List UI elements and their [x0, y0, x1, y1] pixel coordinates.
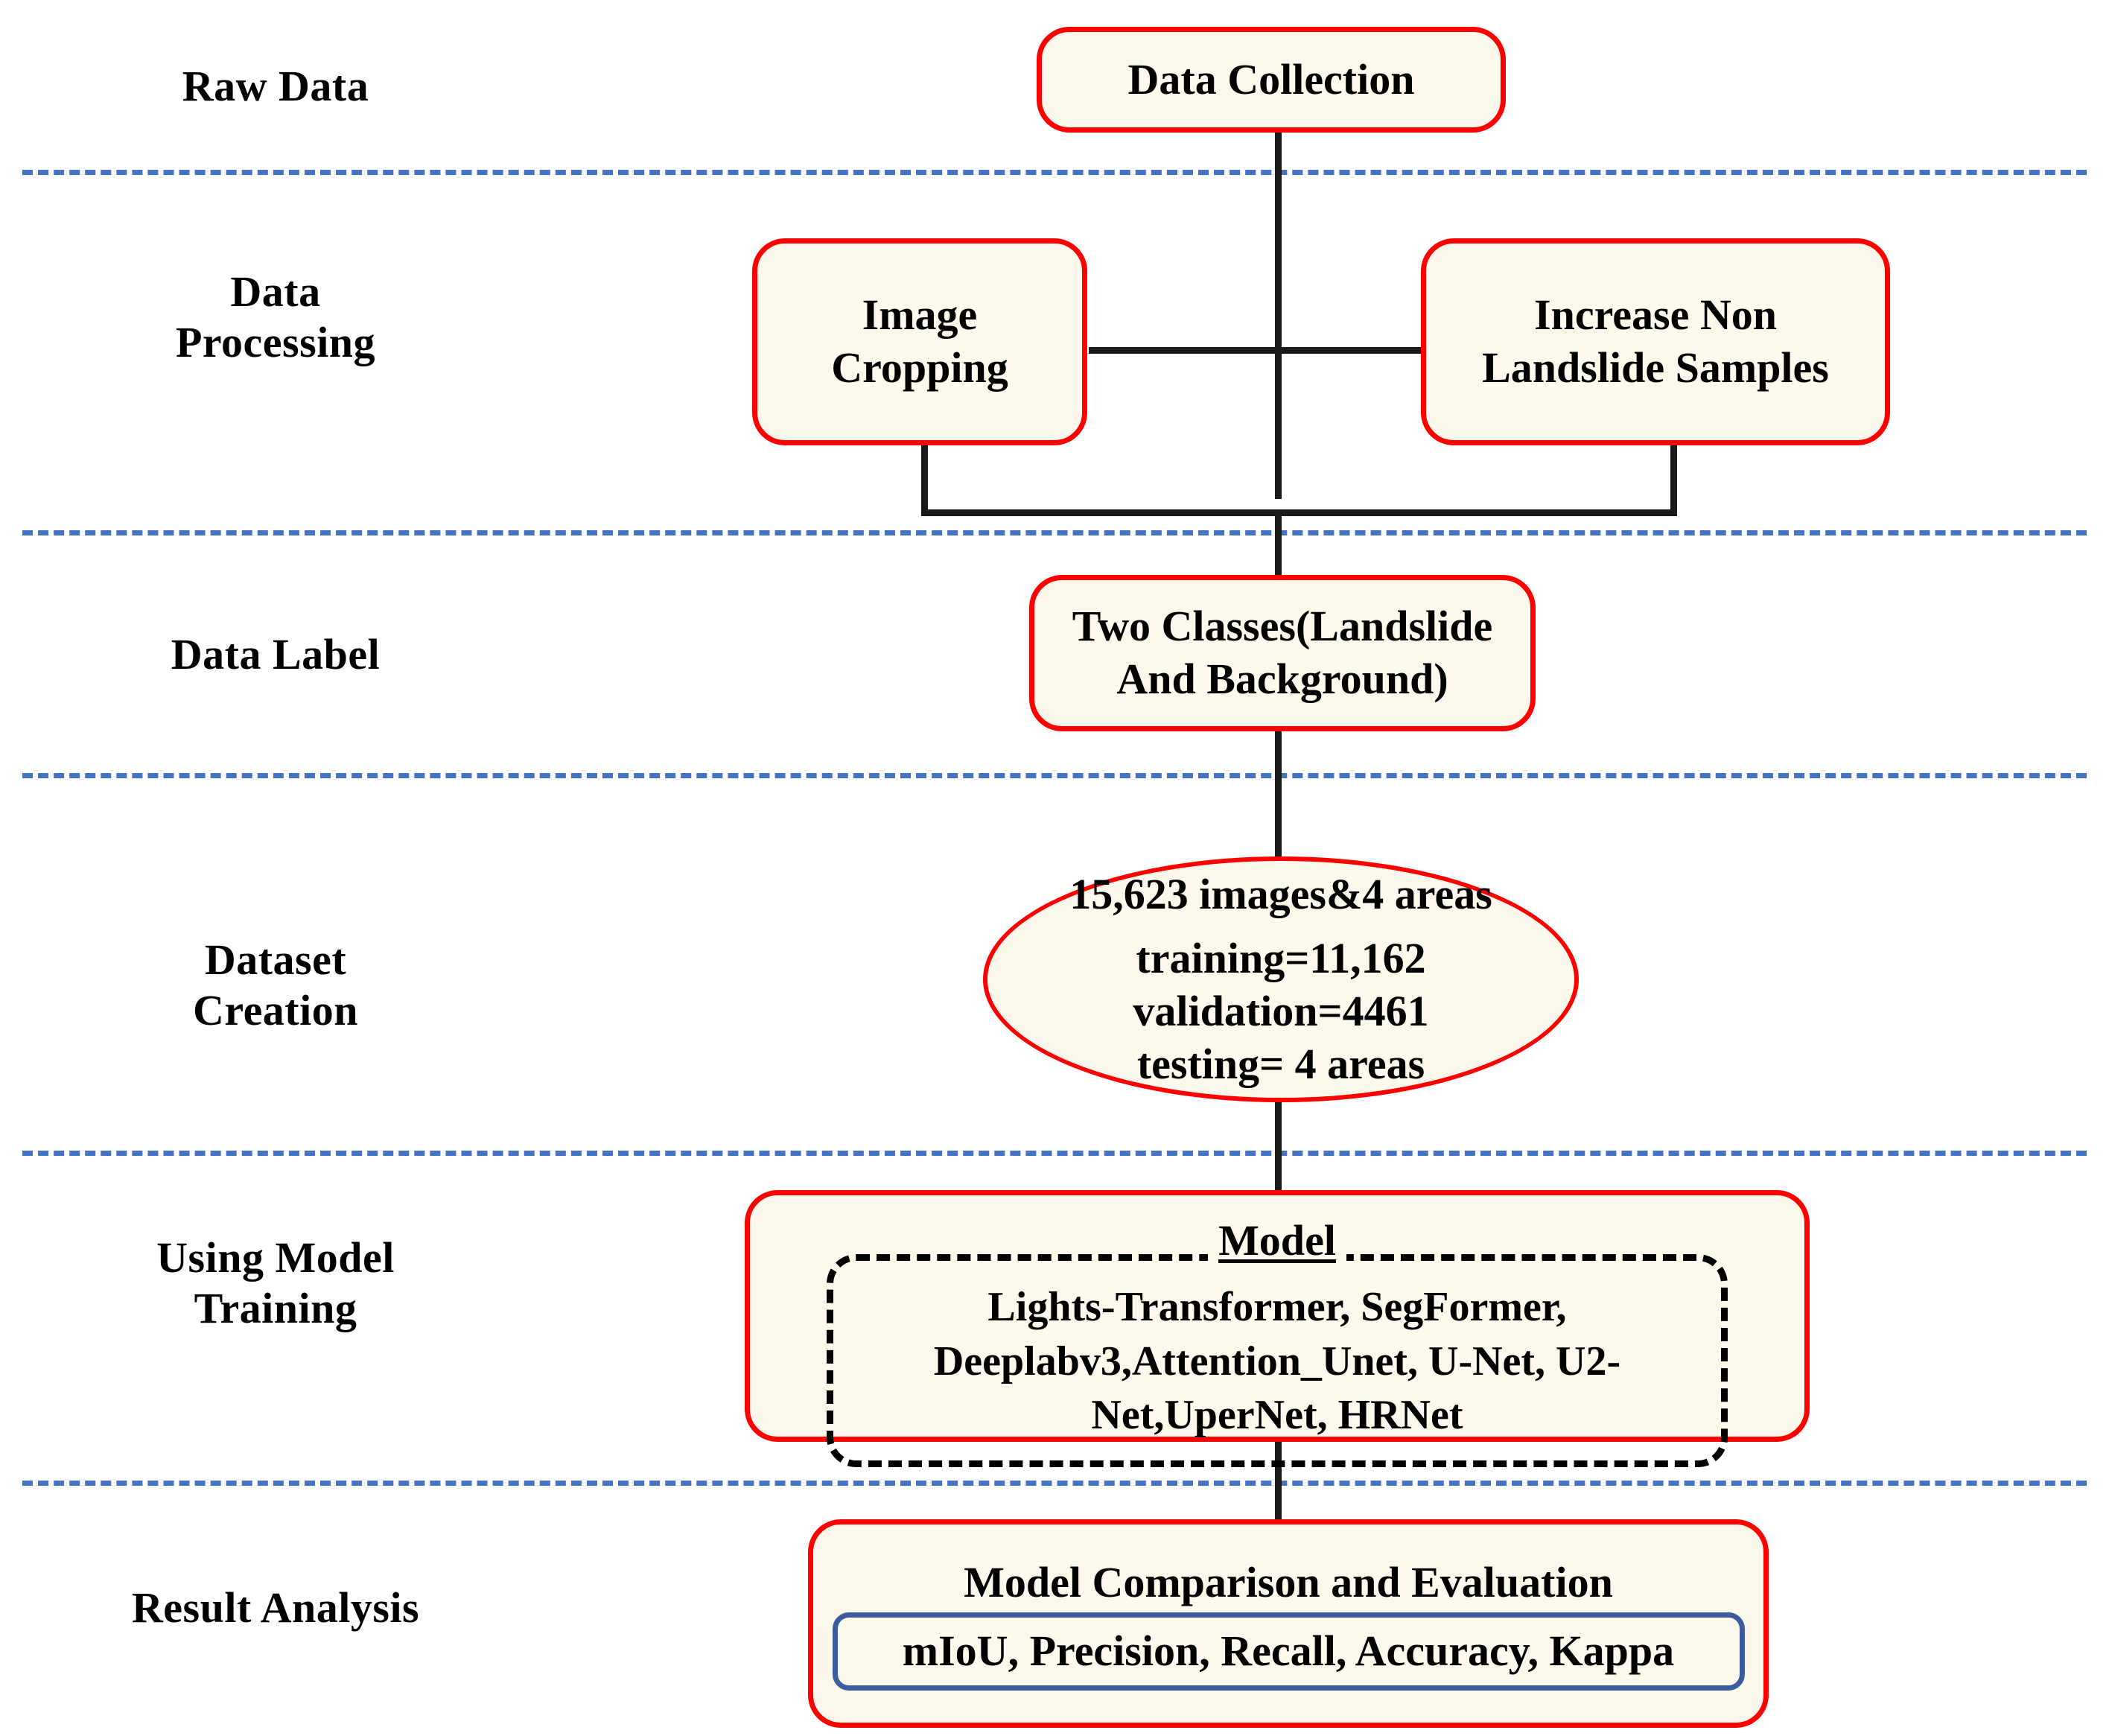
stage-label-data-label: Data Label	[171, 630, 381, 678]
lane-divider-data-label	[22, 773, 2087, 778]
connector-model-to-result	[1275, 1437, 1282, 1534]
connector-processing-split-bar	[1089, 347, 1461, 354]
stage-label-dataset-creation: Dataset Creation	[192, 935, 358, 1035]
node-result-analysis[interactable]: Model Comparison and Evaluation mIoU, Pr…	[808, 1519, 1769, 1728]
stage-label-raw-data: Raw Data	[182, 62, 369, 110]
connector-collection-to-processing	[1275, 127, 1282, 499]
node-dataset-line-1: 15,623 images&4 areas	[1069, 869, 1492, 918]
node-dataset-line-2: training=11,162	[1136, 934, 1426, 983]
stage-label-result-analysis: Result Analysis	[131, 1583, 420, 1632]
node-model-inner-line-1: Lights-Transformer, SegFormer,	[987, 1283, 1567, 1330]
node-increase-non-landslide-line-2: Landslide Samples	[1482, 343, 1829, 392]
node-image-cropping-line-1: Image	[862, 290, 978, 340]
node-two-classes[interactable]: Two Classes(Landslide And Background)	[1029, 575, 1536, 731]
connector-processing-merge-bar	[921, 509, 1677, 516]
node-increase-non-landslide-line-1: Increase Non	[1534, 290, 1777, 340]
lane-divider-raw-data	[22, 170, 2087, 175]
node-model-inner-line-3: Net,UperNet, HRNet	[1091, 1392, 1463, 1439]
node-dataset-creation-ellipse[interactable]: 15,623 images&4 areas training=11,162 va…	[983, 856, 1579, 1102]
connector-merge-to-two-classes	[1275, 509, 1282, 584]
node-image-cropping[interactable]: Image Cropping	[752, 238, 1087, 445]
node-result-metrics-box: mIoU, Precision, Recall, Accuracy, Kappa	[832, 1612, 1745, 1691]
node-result-metrics-label: mIoU, Precision, Recall, Accuracy, Kappa	[902, 1627, 1675, 1676]
lane-divider-model-training	[22, 1481, 2087, 1486]
stage-label-data-processing: Data Processing	[175, 267, 376, 367]
node-two-classes-line-1: Two Classes(Landslide	[1072, 602, 1493, 651]
node-data-collection[interactable]: Data Collection	[1037, 27, 1506, 133]
lane-divider-dataset-creation	[22, 1151, 2087, 1156]
node-dataset-line-4: testing= 4 areas	[1136, 1039, 1425, 1088]
node-two-classes-line-2: And Background)	[1116, 655, 1448, 703]
connector-dataset-to-model	[1275, 1095, 1282, 1192]
lane-divider-data-processing	[22, 530, 2087, 535]
node-data-collection-label: Data Collection	[1127, 54, 1415, 104]
node-image-cropping-line-2: Cropping	[831, 343, 1008, 392]
stage-label-model-training: Using Model Training	[156, 1233, 395, 1333]
node-increase-non-landslide-samples[interactable]: Increase Non Landslide Samples	[1421, 238, 1890, 445]
connector-increase-down	[1670, 441, 1677, 515]
connector-two-classes-to-dataset	[1275, 727, 1282, 861]
node-model-inner-line-2: Deeplabv3,Attention_Unet, U-Net, U2-	[933, 1338, 1621, 1384]
node-result-title: Model Comparison and Evaluation	[964, 1558, 1613, 1607]
node-model-inner-dashed-box: Lights-Transformer, SegFormer, Deeplabv3…	[827, 1253, 1728, 1468]
node-model-title: Model	[1208, 1215, 1346, 1268]
connector-cropping-down	[921, 441, 928, 515]
node-model-training[interactable]: Model Lights-Transformer, SegFormer, Dee…	[745, 1190, 1810, 1468]
node-dataset-line-3: validation=4461	[1133, 987, 1429, 1035]
